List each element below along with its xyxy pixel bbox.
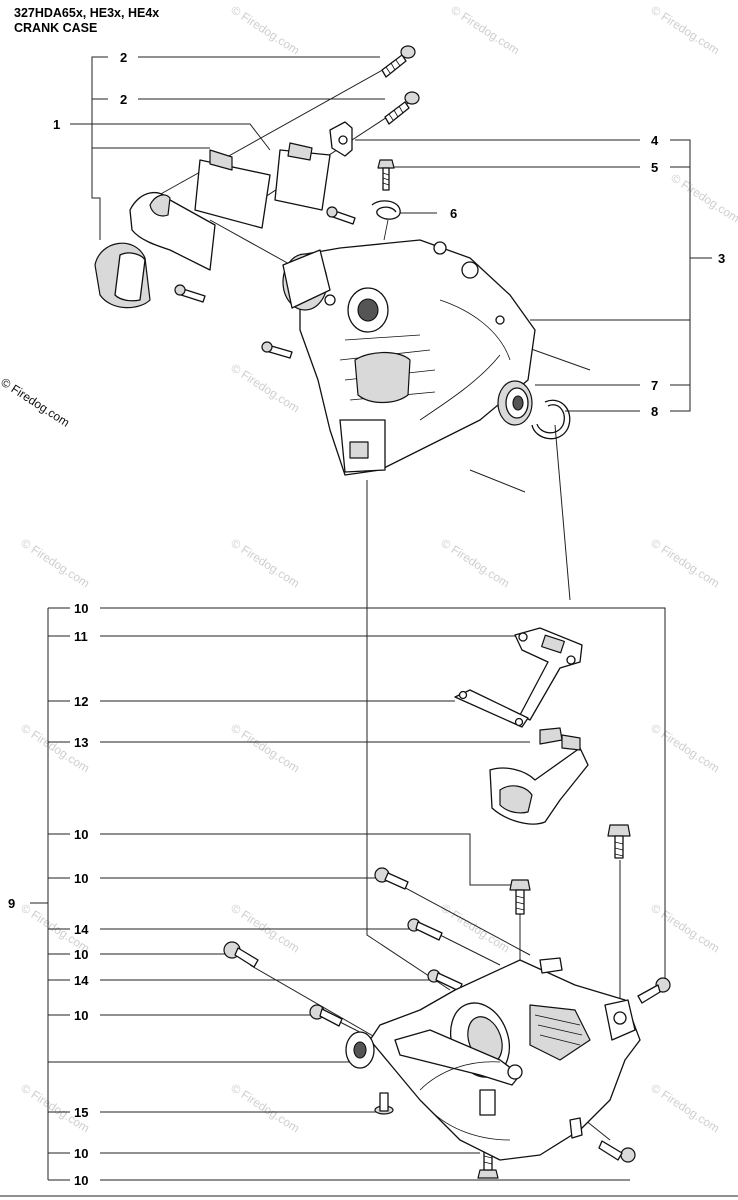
callout-8: 8 bbox=[651, 404, 658, 419]
watermark-faint: © Firedog.com bbox=[438, 901, 512, 956]
title-block: 327HDA65x, HE3x, HE4x CRANK CASE bbox=[14, 6, 159, 36]
watermark-faint: © Firedog.com bbox=[228, 3, 302, 58]
part-8-circlip bbox=[531, 399, 571, 440]
callout-12: 12 bbox=[74, 694, 88, 709]
callout-10-g: 10 bbox=[74, 1173, 88, 1188]
bolt-part-2-top bbox=[381, 45, 416, 78]
watermark-faint: © Firedog.com bbox=[448, 3, 522, 58]
bolt-15 bbox=[374, 1092, 394, 1115]
callout-10-c: 10 bbox=[74, 871, 88, 886]
watermark-faint: © Firedog.com bbox=[438, 536, 512, 591]
callout-10-f: 10 bbox=[74, 1146, 88, 1161]
bolt-14-b bbox=[427, 969, 463, 992]
part-13-bearing-shell bbox=[489, 727, 589, 825]
watermark-faint: © Firedog.com bbox=[18, 536, 92, 591]
bolt-part-2-second bbox=[384, 91, 420, 125]
part-6-spring bbox=[371, 200, 401, 241]
small-bolt-left bbox=[174, 284, 206, 303]
watermark-faint: © Firedog.com bbox=[228, 536, 302, 591]
bolt-14-a bbox=[407, 918, 443, 941]
watermark-faint: © Firedog.com bbox=[648, 536, 722, 591]
callout-4: 4 bbox=[651, 133, 659, 148]
watermark-faint: © Firedog.com bbox=[648, 721, 722, 776]
watermark-faint: © Firedog.com bbox=[228, 1081, 302, 1136]
callout-15: 15 bbox=[74, 1105, 88, 1120]
watermark-faint: © Firedog.com bbox=[228, 361, 302, 416]
callout-10-e: 10 bbox=[74, 1008, 88, 1023]
bolt-10-c bbox=[374, 867, 409, 890]
watermark-faint: © Firedog.com bbox=[228, 721, 302, 776]
callout-10-d: 10 bbox=[74, 947, 88, 962]
callout-10-top: 10 bbox=[74, 601, 88, 616]
callout-14-b: 14 bbox=[74, 973, 89, 988]
callout-9: 9 bbox=[8, 896, 15, 911]
small-bolt-left-lower bbox=[261, 341, 293, 359]
part-12-strip bbox=[454, 689, 529, 728]
bolt-10-h bbox=[598, 1140, 636, 1163]
bolt-10-f bbox=[637, 977, 671, 1004]
watermark-faint: © Firedog.com bbox=[668, 171, 738, 226]
bolt-10-a bbox=[607, 824, 631, 859]
callout-14-a: 14 bbox=[74, 922, 89, 937]
callout-13: 13 bbox=[74, 735, 88, 750]
part-5-screw bbox=[377, 159, 395, 191]
callout-labels: 2 2 1 4 5 6 3 7 8 10 11 12 13 10 10 9 14… bbox=[8, 50, 725, 1188]
watermark-faint: © Firedog.com bbox=[648, 901, 722, 956]
upper-crank-case-half bbox=[282, 239, 536, 476]
callout-11: 11 bbox=[74, 629, 88, 644]
callout-3: 3 bbox=[718, 251, 725, 266]
part-11-gasket bbox=[514, 627, 583, 721]
part-7-bearing bbox=[497, 380, 533, 426]
part-4-clip bbox=[329, 121, 353, 157]
bolt-10-b bbox=[509, 879, 531, 915]
background-watermarks: © Firedog.com © Firedog.com © Firedog.co… bbox=[18, 3, 738, 1136]
callout-1: 1 bbox=[53, 117, 60, 132]
callout-10-b: 10 bbox=[74, 827, 88, 842]
part-1-bearing-shells bbox=[94, 142, 331, 309]
callout-6: 6 bbox=[450, 206, 457, 221]
callout-2-top: 2 bbox=[120, 50, 127, 65]
callout-2-second: 2 bbox=[120, 92, 127, 107]
watermark-faint: © Firedog.com bbox=[648, 3, 722, 58]
model-line: 327HDA65x, HE3x, HE4x bbox=[14, 6, 160, 20]
lower-crank-case-half bbox=[345, 957, 641, 1161]
lower-leader-lines bbox=[30, 607, 666, 1181]
bolt-10-e bbox=[309, 1004, 343, 1027]
small-bolt-mid bbox=[326, 206, 356, 225]
section-title: CRANK CASE bbox=[14, 21, 98, 35]
bolt-10-d bbox=[223, 941, 259, 968]
watermark-faint: © Firedog.com bbox=[648, 1081, 722, 1136]
callout-7: 7 bbox=[651, 378, 658, 393]
callout-5: 5 bbox=[651, 160, 658, 175]
